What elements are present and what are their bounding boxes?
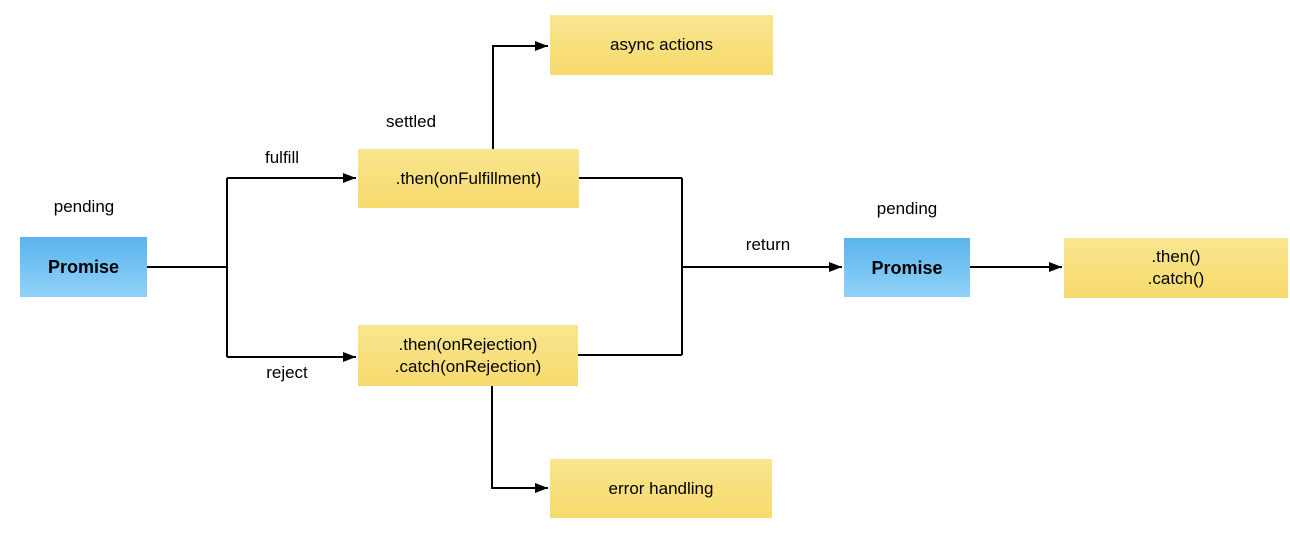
node-then-catch-chain: .then() .catch(): [1064, 238, 1288, 298]
label-fulfill: fulfill: [264, 148, 300, 167]
node-async-actions-label: async actions: [610, 35, 713, 54]
node-async-actions: async actions: [550, 15, 773, 75]
node-error-handling: error handling: [550, 459, 772, 518]
node-promise-returned: Promise: [844, 238, 970, 297]
label-return: return: [745, 235, 791, 254]
label-pending-returned: pending: [876, 199, 938, 218]
node-error-handling-label: error handling: [608, 478, 714, 498]
node-then-chain-line: .then(): [1151, 247, 1201, 266]
node-then-onfulfillment: .then(onFulfillment): [358, 149, 579, 208]
node-promise-initial-label: Promise: [47, 257, 120, 277]
connector-to-async-actions: [492, 41, 548, 149]
node-catch-onrejection-line: .catch(onRejection): [394, 356, 542, 376]
node-catch-chain-line: .catch(): [1147, 269, 1205, 288]
connector-to-error-handling: [491, 386, 548, 493]
node-then-catch-onrejection: .then(onRejection) .catch(onRejection): [358, 325, 578, 386]
node-promise-returned-label: Promise: [871, 257, 943, 278]
label-settled: settled: [386, 112, 437, 131]
node-then-onrejection-line: .then(onRejection): [398, 334, 538, 354]
node-promise-initial: Promise: [20, 237, 147, 297]
node-then-onfulfillment-label: .then(onFulfillment): [395, 168, 542, 188]
label-pending-initial: pending: [53, 197, 115, 216]
label-reject: reject: [266, 363, 308, 382]
